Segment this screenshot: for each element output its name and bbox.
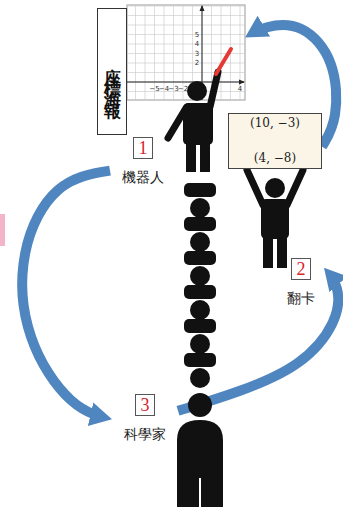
axis-tick-label: −3 [168,85,178,93]
coordinate-poster: 座標海報 [97,5,245,135]
axis-tick-label: −5 [149,85,159,93]
coordinate-grid [221,5,222,100]
card-holder-figure [247,170,263,205]
axis-tick-label: −4 [159,85,169,93]
axis-tick-label: −2 [178,85,188,93]
student-queue [184,319,216,333]
robot-figure [186,142,196,172]
axis-tick-label: 3 [195,50,199,58]
coordinate-grid [127,34,245,35]
page-edge-mark [0,214,5,246]
card-holder-figure [277,236,287,268]
student-queue [184,183,216,388]
coordinate-grid [127,25,245,26]
student-queue [190,232,210,252]
coordinate-text: (10, −3) [250,116,300,130]
coordinate-text: (4, −8) [254,151,296,165]
axis-tick-label: 5 [195,31,199,39]
robot-figure [200,142,210,172]
callout-number: 2 [291,258,311,280]
scientist-figure [177,420,223,507]
robot-figure [210,72,218,107]
axis-tick-label: 4 [238,85,242,93]
card-holder-figure [287,170,303,205]
flow-arrow [245,25,336,147]
card-holder-figure [265,178,285,198]
scientist-figure [177,393,223,507]
flow-arrow [22,171,112,420]
robot-figure [168,108,186,138]
student-queue [184,251,216,265]
coordinate-grid [145,5,146,100]
card-holder-figure [261,199,289,239]
role-label: 2 翻卡 [278,258,324,312]
role-label: 3 科學家 [112,394,178,450]
student-queue [190,266,210,286]
poster-title: 座標海報 [97,8,127,135]
role-name: 機器人 [110,169,176,187]
robot-figure [168,72,218,172]
student-queue [184,353,216,367]
callout-number: 1 [133,137,153,159]
student-queue [190,368,210,388]
coordinate-grid [127,72,245,73]
coordinate-grid [127,44,245,45]
coordinate-grid [127,82,245,83]
coordinate-grid [127,5,245,100]
scientist-figure [199,478,201,507]
role-label: 1 機器人 [110,137,176,193]
student-queue [184,183,216,197]
coordinate-grid [127,15,245,16]
card-holder-figure [247,170,303,268]
scientist-figure [188,393,212,417]
student-queue [190,198,210,218]
coordinate-grid [135,5,136,100]
coordinate-grid [127,5,245,100]
student-queue [184,285,216,299]
coordinate-grid [200,5,205,11]
coordinate-grid [127,6,245,7]
coordinate-grid [127,63,245,64]
axis-tick-label: 2 [195,59,199,67]
flow-arrow [178,268,338,411]
card-holder-figure [263,236,273,268]
student-queue [184,217,216,231]
axis-tick-label: 4 [195,40,199,48]
coordinate-grid [239,80,245,85]
student-queue [190,334,210,354]
robot-figure [187,81,207,101]
coordinate-grid [127,82,244,83]
role-name: 翻卡 [278,290,324,308]
role-name: 科學家 [112,426,178,444]
red-pointer [216,49,231,74]
callout-number: 3 [135,394,155,416]
flip-card: (10, −3) (4, −8) [228,113,322,169]
student-queue [190,300,210,320]
